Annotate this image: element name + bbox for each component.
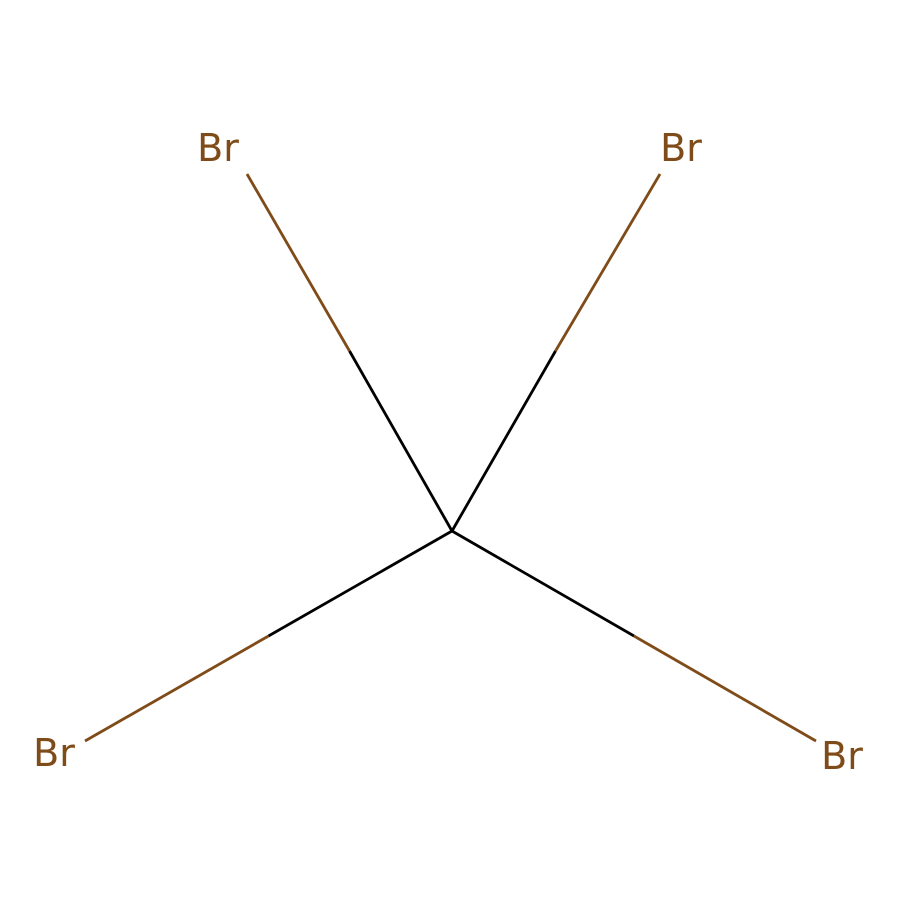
bond-segment-bromine (245, 173, 351, 352)
bond-c-br-top-right (450, 173, 662, 532)
bond-c-br-bottom-left (84, 529, 453, 743)
atom-label-br-top-left: Br (197, 126, 239, 170)
bond-segment-carbon (451, 529, 635, 638)
atom-label-br-bottom-left: Br (33, 731, 75, 775)
bond-segment-bromine (554, 173, 662, 352)
bond-segment-carbon (348, 350, 454, 532)
bond-c-br-top-left (245, 173, 454, 532)
bond-segment-bromine (633, 634, 817, 743)
bond-segment-bromine (84, 634, 270, 743)
atom-label-br-bottom-right: Br (821, 734, 863, 778)
bond-c-br-bottom-right (451, 529, 817, 743)
bond-segment-carbon (267, 529, 453, 638)
bond-segment-carbon (450, 350, 557, 532)
atom-label-br-top-right: Br (660, 126, 702, 170)
